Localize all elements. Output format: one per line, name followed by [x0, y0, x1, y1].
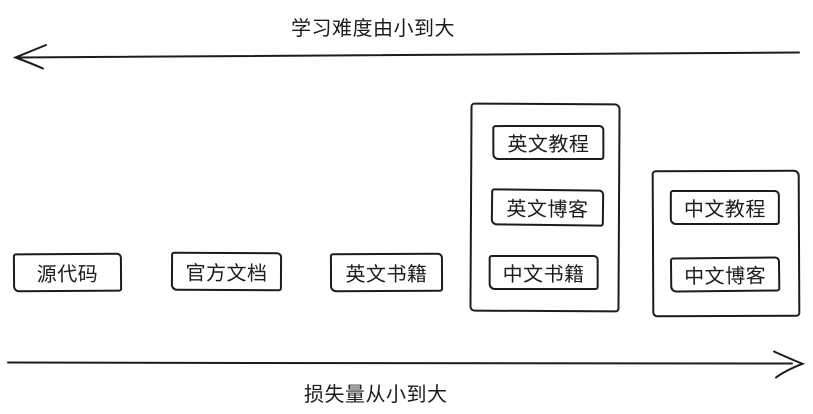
node-english-books: 英文书籍	[329, 252, 444, 293]
node-source-code: 源代码	[12, 252, 123, 293]
node-chinese-blog-label: 中文博客	[684, 265, 767, 289]
right-arrow-icon	[7, 350, 806, 379]
node-chinese-book-label: 中文书籍	[502, 263, 585, 287]
group-box-chinese-resources: 中文教程 中文博客	[651, 169, 801, 318]
group-box-english-resources: 英文教程 英文博客 中文书籍	[469, 102, 621, 313]
node-official-docs-label: 官方文档	[185, 262, 268, 286]
node-english-tutorial: 英文教程	[492, 124, 605, 161]
node-chinese-tutorial-label: 中文教程	[683, 198, 766, 222]
difficulty-axis-label: 学习难度由小到大	[291, 18, 455, 40]
node-english-tutorial-label: 英文教程	[507, 133, 590, 157]
node-chinese-blog: 中文博客	[669, 256, 781, 293]
left-arrow-icon	[12, 44, 800, 70]
node-english-blog: 英文博客	[490, 188, 605, 227]
node-source-code-label: 源代码	[36, 263, 99, 287]
loss-axis-label: 损失量从小到大	[304, 384, 448, 406]
node-english-blog-label: 英文博客	[506, 198, 589, 222]
node-chinese-tutorial: 中文教程	[669, 189, 780, 226]
node-chinese-book: 中文书籍	[488, 254, 599, 291]
node-english-books-label: 英文书籍	[345, 263, 428, 287]
node-official-docs: 官方文档	[170, 251, 283, 292]
